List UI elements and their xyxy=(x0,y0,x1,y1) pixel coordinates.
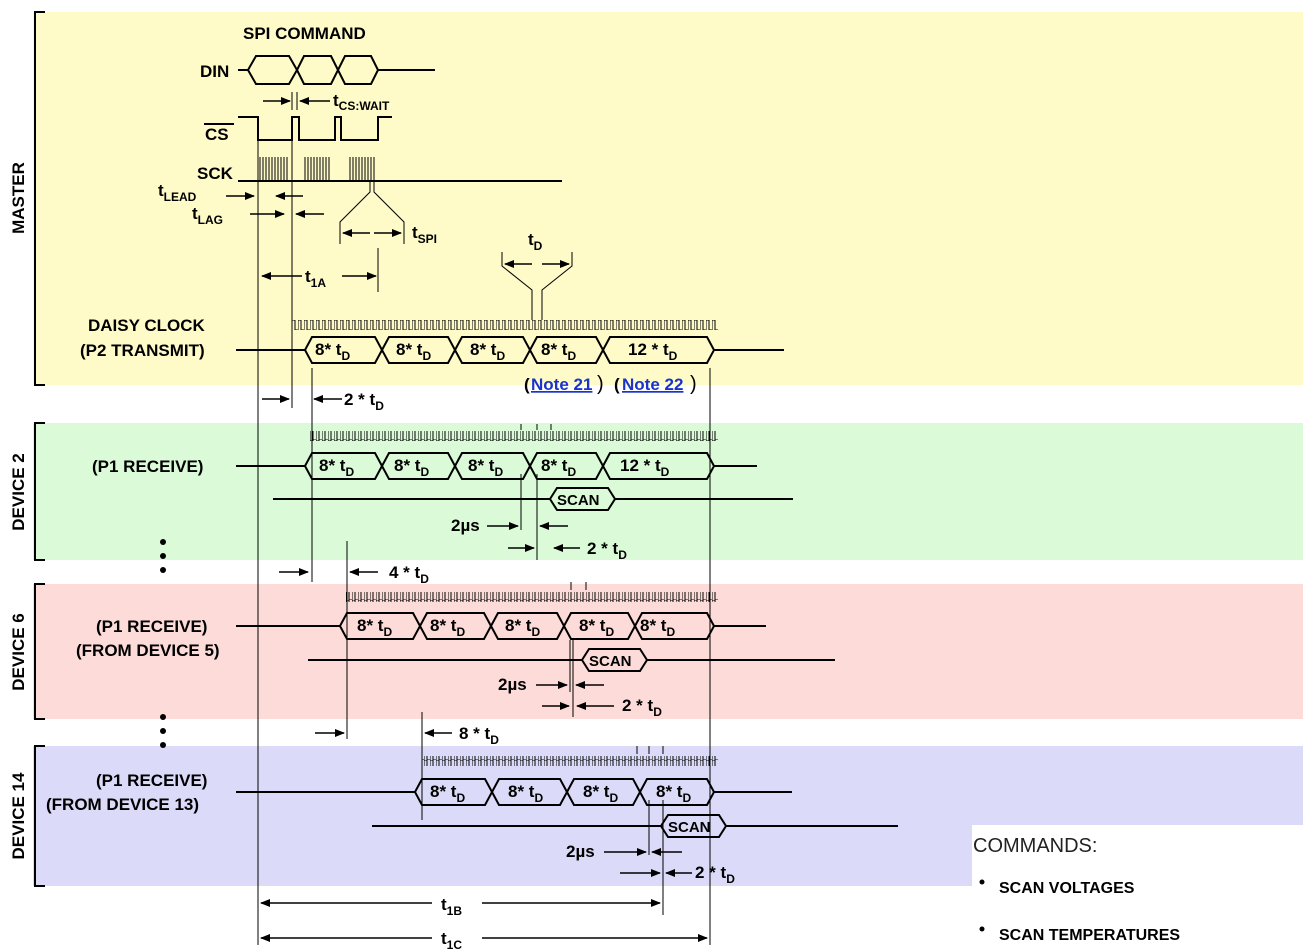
device14-from-label: (FROM DEVICE 13) xyxy=(46,795,199,814)
note-21-paren-close: ) xyxy=(597,373,604,395)
t-d-label: tD xyxy=(528,230,543,253)
p2-transmit-label: (P2 TRANSMIT) xyxy=(80,341,205,360)
sck-bursts xyxy=(259,157,375,181)
t-lead-label: tLEAD xyxy=(158,181,197,204)
command-item-scan-voltages: SCAN VOLTAGES xyxy=(999,880,1135,897)
svg-text:8* tD: 8* tD xyxy=(430,782,465,805)
spi-command-label: SPI COMMAND xyxy=(243,24,366,43)
master-bracket xyxy=(34,11,45,386)
device14-p1-receive-label: (P1 RECEIVE) xyxy=(96,771,207,790)
device6-field-labels: 8* tD 8* tD 8* tD 8* tD 8* tD xyxy=(357,616,675,639)
svg-text:8* tD: 8* tD xyxy=(541,456,576,479)
master-label: MASTER xyxy=(9,162,28,234)
device14-bus xyxy=(413,778,716,806)
device2-bracket xyxy=(34,422,45,561)
t-spi-bracket xyxy=(339,181,405,244)
t-spi-label: tSPI xyxy=(412,223,437,246)
t-1b-label: t1B xyxy=(441,895,462,918)
svg-text:8* tD: 8* tD xyxy=(656,782,691,805)
svg-text:8* tD: 8* tD xyxy=(357,616,392,639)
delay-2td-label: 2 * tD xyxy=(344,390,384,413)
note-22-paren-close: ) xyxy=(690,373,697,395)
device2-field-labels: 8* tD 8* tD 8* tD 8* tD 12 * tD xyxy=(319,456,670,479)
device14-2td-label: 2 * tD xyxy=(695,863,735,886)
device2-2us-label: 2µs xyxy=(451,516,480,535)
t-1c-label: t1C xyxy=(441,929,462,952)
p2-transmit-bus xyxy=(303,336,716,364)
note-21-link[interactable]: Note 21 xyxy=(531,375,592,394)
device6-clock-pulses xyxy=(346,592,718,602)
p2-transmit-field-labels: 8* tD 8* tD 8* tD 8* tD 12 * tD xyxy=(315,340,678,363)
device2-label: DEVICE 2 xyxy=(9,453,28,530)
device6-bracket xyxy=(34,583,45,720)
cs-wait-label: tCS:WAIT xyxy=(333,91,390,113)
svg-text:8* tD: 8* tD xyxy=(508,782,543,805)
device6-label: DEVICE 6 xyxy=(9,613,28,690)
note-22-paren-open: ( xyxy=(614,375,620,394)
device14-2us-label: 2µs xyxy=(566,842,595,861)
daisy-clock-pulses xyxy=(292,320,718,330)
cs-label: CS xyxy=(205,125,229,144)
svg-text:8* tD: 8* tD xyxy=(468,456,503,479)
svg-text:8* tD: 8* tD xyxy=(315,340,350,363)
svg-text:8* tD: 8* tD xyxy=(541,340,576,363)
device2-p1-receive-label: (P1 RECEIVE) xyxy=(92,457,203,476)
device6-2td-label: 2 * tD xyxy=(622,696,662,719)
svg-text:8* tD: 8* tD xyxy=(394,456,429,479)
ellipsis-icon xyxy=(160,539,166,748)
device14-scan-label: SCAN xyxy=(668,819,711,836)
device6-bus xyxy=(338,612,716,640)
commands-box-bg xyxy=(972,825,1303,952)
svg-text:8* tD: 8* tD xyxy=(640,616,675,639)
din-label: DIN xyxy=(200,62,229,81)
reference-lines xyxy=(257,140,711,945)
daisy-clock-label: DAISY CLOCK xyxy=(88,316,206,335)
commands-list: SCAN VOLTAGES SCAN TEMPERATURES xyxy=(979,879,1180,944)
svg-text:8* tD: 8* tD xyxy=(396,340,431,363)
device6-2us-label: 2µs xyxy=(498,675,527,694)
device6-section-bg xyxy=(33,584,1303,719)
svg-text:12 * tD: 12 * tD xyxy=(628,340,678,363)
delay-4td-label: 4 * tD xyxy=(389,563,429,586)
device14-label: DEVICE 14 xyxy=(9,772,28,859)
device2-scan-label: SCAN xyxy=(557,492,600,509)
device14-field-labels: 8* tD 8* tD 8* tD 8* tD xyxy=(430,782,691,805)
cs-signal xyxy=(238,116,392,141)
sck-label: SCK xyxy=(197,164,234,183)
t-1a-label: t1A xyxy=(305,267,326,290)
note-21-paren-open: ( xyxy=(524,375,530,394)
device2-2td-label: 2 * tD xyxy=(587,539,627,562)
device2-clock-pulses xyxy=(310,431,718,441)
svg-text:12 * tD: 12 * tD xyxy=(620,456,670,479)
svg-text:8* tD: 8* tD xyxy=(579,616,614,639)
device6-p1-receive-label: (P1 RECEIVE) xyxy=(96,617,207,636)
commands-heading: COMMANDS: xyxy=(973,835,1097,857)
delay-8td-label: 8 * tD xyxy=(459,724,499,747)
device14-clock-pulses xyxy=(422,756,718,766)
t-d-bracket xyxy=(501,252,573,320)
svg-text:8* tD: 8* tD xyxy=(505,616,540,639)
device6-scan-label: SCAN xyxy=(589,653,632,670)
svg-text:8* tD: 8* tD xyxy=(470,340,505,363)
svg-text:8* tD: 8* tD xyxy=(430,616,465,639)
din-signal xyxy=(238,55,435,85)
t-lag-label: tLAG xyxy=(192,204,223,227)
device2-bus xyxy=(303,452,716,480)
note-22-link[interactable]: Note 22 xyxy=(622,375,683,394)
svg-text:8* tD: 8* tD xyxy=(319,456,354,479)
command-item-scan-temperatures: SCAN TEMPERATURES xyxy=(999,927,1180,944)
device6-from-label: (FROM DEVICE 5) xyxy=(76,641,220,660)
device14-bracket xyxy=(34,745,45,887)
device2-section-bg xyxy=(33,423,1303,560)
svg-text:8* tD: 8* tD xyxy=(583,782,618,805)
